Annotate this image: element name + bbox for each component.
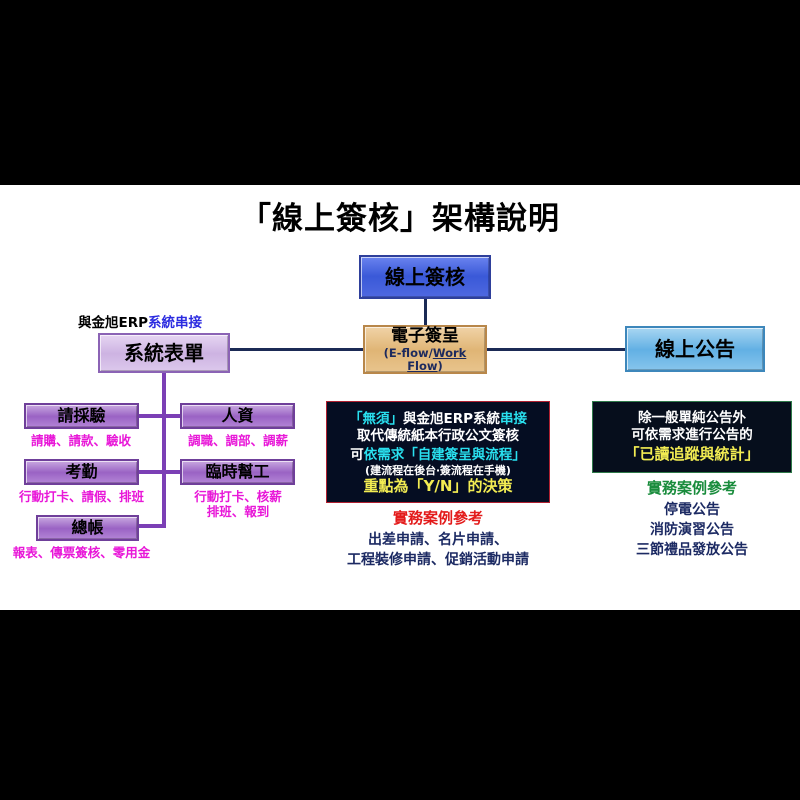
callout-eflow-description: 「無須」與金旭ERP系統串接 取代傳統紙本行政公文簽核 可依需求「自建簽呈與流程… [326,401,550,503]
connector-branch-module-1 [139,470,162,474]
node-eflow[interactable]: 電子簽呈 (E-flow/Work Flow) [363,325,487,374]
page-title: 「線上簽核」架構說明 [240,201,560,237]
connector-eflow-to-bulletin [487,348,625,351]
reference-cases-right-title: 實務案例參考 [646,479,737,497]
connector-sysform-trunk [162,373,166,528]
connector-branch-module-0 [139,414,162,418]
callout-right-line-2: 可依需求進行公告的 [631,427,753,444]
reference-cases-right-line-2: 三節禮品發放公告 [636,542,748,559]
callout-right-line-1: 除一般單純公告外 [638,409,746,426]
connector-eflow-to-sysform [230,348,363,351]
callout-center-line-2: 取代傳統紙本行政公文簽核 [357,427,519,444]
module-box-3[interactable]: 人資 [180,403,295,429]
callout-center-line-3: 可依需求「自建簽呈與流程」 [350,447,526,464]
erp-label-black: 與金旭ERP [78,315,149,331]
reference-cases-right: 實務案例參考 停電公告 消防演習公告 三節禮品發放公告 [592,477,792,560]
erp-label-blue: 系統串接 [148,315,203,331]
module-label-3: 人資 [221,406,254,426]
callout-center-line-5: 重點為「Y/N」的決策 [363,477,513,496]
connector-online-to-eflow [424,299,427,325]
module-sub-2: 報表、傳票簽核、零用金 [12,545,151,560]
module-sub-0: 請購、請款、驗收 [30,433,131,448]
connector-branch-module-3 [166,414,180,418]
callout-right-line-3: 「已讀追蹤與統計」 [624,444,760,463]
node-online-bulletin[interactable]: 線上公告 [625,326,765,372]
connector-branch-module-2 [139,524,166,528]
module-box-2[interactable]: 總帳 [36,515,139,541]
module-label-2: 總帳 [71,518,104,538]
reference-cases-center: 實務案例參考 出差申請、名片申請、 工程裝修申請、促銷活動申請 [300,507,576,570]
letterbox-bottom [0,610,800,800]
diagram-canvas: 「線上簽核」架構說明 線上簽核 電子簽呈 (E-flow/Work Flow) … [0,185,800,610]
node-eflow-workflow-link: Work Flow [407,345,467,373]
node-eflow-sublabel: (E-flow/Work Flow) [383,345,467,373]
letterbox-top [0,0,800,185]
module-label-1: 考勤 [65,462,98,482]
module-sub-4: 行動打卡、核薪排班、報到 [194,489,282,519]
node-system-form-label: 系統表單 [124,340,204,365]
node-eflow-label: 電子簽呈 [391,325,459,346]
node-online-approval[interactable]: 線上簽核 [359,255,491,299]
callout-center-line-1: 「無須」與金旭ERP系統串接 [348,411,527,428]
node-online-approval-label: 線上簽核 [385,264,465,289]
reference-cases-right-line-0: 停電公告 [664,501,720,518]
module-box-1[interactable]: 考勤 [24,459,139,485]
reference-cases-center-title: 實務案例參考 [392,509,483,527]
reference-cases-right-line-1: 消防演習公告 [650,521,734,538]
module-sub-3: 調職、調部、調薪 [187,433,288,448]
module-box-0[interactable]: 請採驗 [24,403,139,429]
module-sub-1: 行動打卡、請假、排班 [18,489,144,504]
connector-branch-module-4 [166,470,180,474]
module-label-0: 請採驗 [57,406,106,426]
reference-cases-center-line-0: 出差申請、名片申請、 [368,531,508,548]
erp-integration-label: 與金旭ERP系統串接 [78,311,278,331]
module-label-4: 臨時幫工 [205,462,270,482]
callout-center-line-4: (建流程在後台‧簽流程在手機) [365,463,511,477]
node-system-form[interactable]: 系統表單 [98,333,230,373]
reference-cases-center-line-1: 工程裝修申請、促銷活動申請 [347,551,529,568]
node-online-bulletin-label: 線上公告 [655,336,735,361]
callout-bulletin-description: 除一般單純公告外 可依需求進行公告的 「已讀追蹤與統計」 [592,401,792,473]
module-box-4[interactable]: 臨時幫工 [180,459,295,485]
